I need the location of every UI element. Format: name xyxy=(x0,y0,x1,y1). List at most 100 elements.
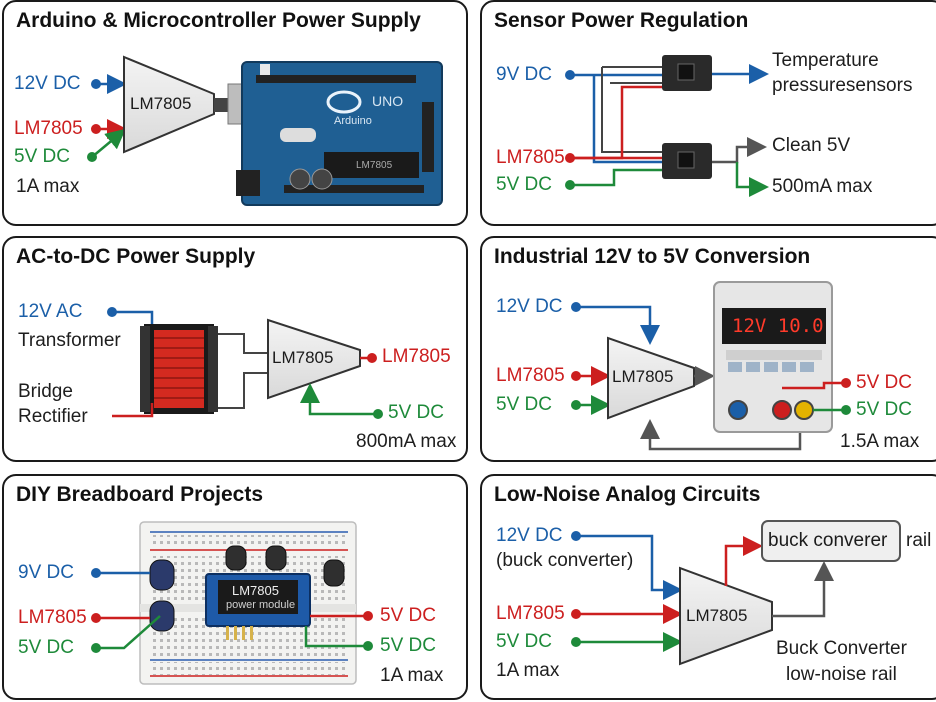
input-label-lm7805: LM7805 xyxy=(496,365,565,386)
panel-arduino: Arduino & Microcontroller Power Supply xyxy=(2,0,468,226)
regulator-triangle xyxy=(679,566,773,666)
input-label-lm7805: LM7805 xyxy=(496,147,565,168)
rectifier-label-1: Bridge xyxy=(18,381,73,402)
panel-title: DIY Breadboard Projects xyxy=(16,483,264,506)
industrial-diagram xyxy=(571,281,851,451)
panel-title: Low-Noise Analog Circuits xyxy=(494,483,761,506)
input-wire-12v xyxy=(576,305,660,345)
rectifier-label-2: Rectifier xyxy=(18,406,88,427)
regulator-label: LM7805 xyxy=(612,367,674,386)
panel-lownoise: Low-Noise Analog Circuits 12V DC (buck c… xyxy=(480,474,936,700)
output-label-1: Buck Converter xyxy=(776,638,907,659)
buck-converter-label: buck converer xyxy=(768,530,888,551)
regulator-label: LM7805 xyxy=(272,348,334,367)
output-label-5v: 5V DC xyxy=(388,402,444,423)
output-label-5v-b: 5V DC xyxy=(380,635,436,656)
board-chip-text: LM7805 xyxy=(356,160,393,171)
output-label-sensors-1: Temperature xyxy=(772,50,879,71)
lownoise-diagram xyxy=(571,520,901,666)
input-label-12v: 12V DC xyxy=(14,73,81,94)
output-dot-5v-b xyxy=(363,641,373,651)
output-label-5v-a: 5V DC xyxy=(856,372,912,393)
output-dot-5v-a xyxy=(363,611,373,621)
output-label-5v-a: 5V DC xyxy=(380,605,436,626)
output-dot-5v xyxy=(373,409,383,419)
panel-breadboard: DIY Breadboard Projects xyxy=(2,474,468,700)
sensor-diagram xyxy=(565,55,769,197)
current-note: 800mA max xyxy=(356,431,457,452)
input-label-5v: 5V DC xyxy=(14,146,70,167)
transformer-label: Transformer xyxy=(18,330,121,351)
panel-sensor: Sensor Power Regulation 9V DC LM7805 xyxy=(480,0,936,226)
output-dot-5v-a xyxy=(841,378,851,388)
arduino-diagram xyxy=(87,55,443,206)
input-label-12v: 12V DC xyxy=(496,525,563,546)
regulator-triangle xyxy=(267,318,361,400)
input-label-9v: 9V DC xyxy=(496,64,552,85)
acdc-diagram xyxy=(107,307,383,419)
current-note: 1.5A max xyxy=(840,431,920,452)
output-wire-current xyxy=(735,162,769,197)
input-label-lm7805: LM7805 xyxy=(18,607,87,628)
panel-title: Industrial 12V to 5V Conversion xyxy=(494,245,811,268)
rail-output-wire xyxy=(772,561,834,618)
output-wire-5v-b xyxy=(304,626,366,648)
bench-power-supply xyxy=(713,281,833,433)
output-wire-5v xyxy=(300,383,376,416)
output-wire-clean xyxy=(712,137,767,164)
panel-acdc: AC-to-DC Power Supply xyxy=(2,236,468,462)
regulator-triangle xyxy=(607,336,695,420)
output-wire-5v-a xyxy=(782,381,844,390)
output-label-clean: Clean 5V xyxy=(772,135,851,156)
input-label-ac: 12V AC xyxy=(18,301,83,322)
panel-title: Sensor Power Regulation xyxy=(494,9,749,32)
rectifier-wire xyxy=(112,403,154,418)
output-dot-lm xyxy=(367,353,377,363)
transformer-icon xyxy=(140,324,218,414)
breadboard xyxy=(139,521,357,685)
current-note: 1A max xyxy=(380,665,444,686)
output-label-current: 500mA max xyxy=(772,176,873,197)
output-dot-5v-b xyxy=(841,405,851,415)
capacitor-icons xyxy=(149,545,345,632)
input-wire-5v xyxy=(570,168,662,187)
panel-title: Arduino & Microcontroller Power Supply xyxy=(16,9,421,32)
regulator-label: LM7805 xyxy=(686,606,748,625)
regulator-label: LM7805 xyxy=(130,94,192,113)
input-label-lm7805: LM7805 xyxy=(496,603,565,624)
breadboard-diagram xyxy=(91,521,373,685)
buck-feed-wire xyxy=(724,536,763,586)
input-label-lm7805: LM7805 xyxy=(14,118,83,139)
input-label-5v: 5V DC xyxy=(496,394,552,415)
module-label-1: LM7805 xyxy=(232,583,279,598)
input-label-5v: 5V DC xyxy=(496,631,552,652)
input-label-5v: 5V DC xyxy=(18,637,74,658)
panel-industrial: Industrial 12V to 5V Conversion xyxy=(480,236,936,462)
current-note: 1A max xyxy=(16,176,80,197)
output-label-2: low-noise rail xyxy=(786,664,897,685)
input-label-12v: 12V DC xyxy=(496,296,563,317)
board-brand-text: Arduino xyxy=(334,115,372,127)
supply-display: 12V 10.0 xyxy=(732,315,824,337)
rail-label: rail xyxy=(906,530,932,551)
input-wire-5v xyxy=(96,615,161,650)
input-label-5v: 5V DC xyxy=(496,174,552,195)
module-label-2: power module xyxy=(226,599,296,611)
input-wire-12v xyxy=(576,534,683,600)
input-wire-5v xyxy=(91,128,126,158)
arduino-board xyxy=(236,61,443,206)
feedback-wire xyxy=(640,419,802,451)
input-label-9v: 9V DC xyxy=(18,562,74,583)
current-note: 1A max xyxy=(496,660,560,681)
panel-title: AC-to-DC Power Supply xyxy=(16,245,256,268)
usb-cable xyxy=(214,98,228,112)
regulator-triangle xyxy=(123,55,215,154)
transformer-output-top xyxy=(218,333,268,354)
output-label-lm7805: LM7805 xyxy=(382,346,451,367)
transformer-output-bottom xyxy=(218,372,268,409)
input-label-buck: (buck converter) xyxy=(496,550,634,571)
output-label-sensors-2: pressuresensors xyxy=(772,75,913,96)
input-wire-lm xyxy=(570,85,662,160)
output-label-5v-b: 5V DC xyxy=(856,399,912,420)
board-logo-text: UNO xyxy=(372,93,404,109)
